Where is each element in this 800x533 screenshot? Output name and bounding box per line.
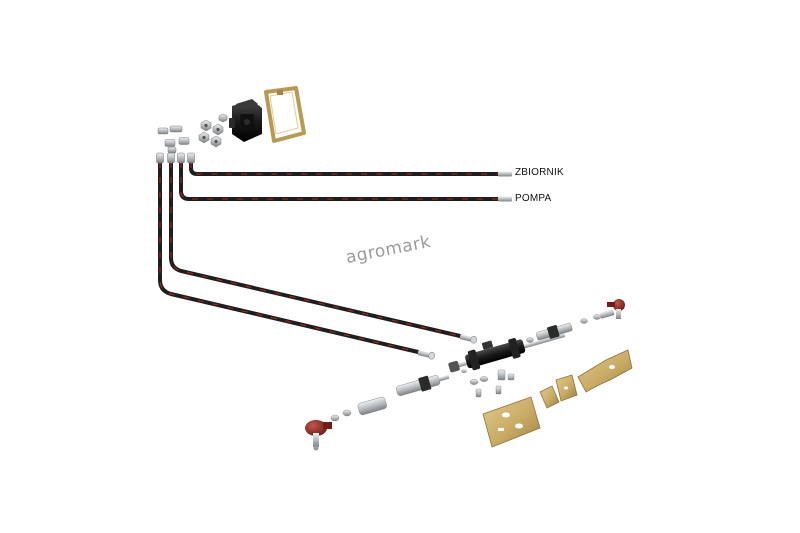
steering-cylinder <box>448 333 566 398</box>
adapter-fittings <box>157 113 228 154</box>
ball-joint-left <box>305 420 332 451</box>
cylinder-hardware <box>461 369 515 398</box>
mounting-plates <box>482 349 633 448</box>
hydraulic-hoses <box>156 152 512 360</box>
hose-pump <box>179 160 512 202</box>
tie-rod-left <box>305 374 450 451</box>
hose-cylinder-a <box>169 160 478 344</box>
nuts <box>198 113 228 148</box>
mounting-plate-large <box>482 396 541 448</box>
steering-valve <box>229 99 262 142</box>
ball-joint-right <box>607 299 625 319</box>
mounting-plate-curved <box>577 349 633 393</box>
hose-cylinder-b <box>158 160 436 360</box>
hose-tank <box>189 160 512 177</box>
tie-rod-right <box>526 299 625 343</box>
mounting-plate-small <box>539 374 578 409</box>
label-pump: POMPA <box>515 193 552 204</box>
mounting-bracket-top <box>264 86 306 143</box>
hose-end-fittings <box>156 152 195 164</box>
label-tank: ZBIORNIK <box>515 167 564 178</box>
